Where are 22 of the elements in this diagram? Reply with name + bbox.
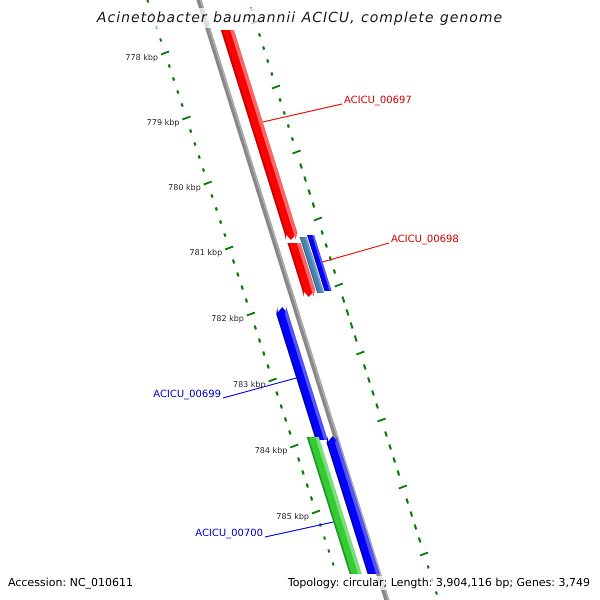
tick-label: 780 kbp <box>168 183 201 193</box>
tick-label: 779 kbp <box>146 118 180 128</box>
tick-label: 778 kbp <box>125 53 158 63</box>
gene-label: ACICU_00699 <box>153 388 221 402</box>
tick-label: 782 kbp <box>211 314 244 324</box>
tick-label: 784 kbp <box>254 446 288 456</box>
tick-label: 783 kbp <box>232 380 266 390</box>
gene-bar <box>307 235 332 291</box>
gene-bar <box>306 437 362 574</box>
tick-label: 785 kbp <box>276 512 310 522</box>
gene-label: ACICU_00700 <box>195 527 263 541</box>
leader-line <box>222 378 297 398</box>
tick-label: 781 kbp <box>190 248 222 258</box>
gene-bar <box>276 307 328 440</box>
accession-text: Accession: NC_010611 <box>8 576 134 590</box>
gene-label: ACICU_00697 <box>344 94 412 108</box>
gene-bar <box>220 30 298 240</box>
leader-line <box>322 242 390 262</box>
gene-label: ACICU_00698 <box>391 233 459 247</box>
leader-line <box>264 522 334 538</box>
leader-line <box>262 104 342 122</box>
genome-info-text: Topology: circular; Length: 3,904,116 bp; Genes: 3,749 <box>288 576 590 590</box>
